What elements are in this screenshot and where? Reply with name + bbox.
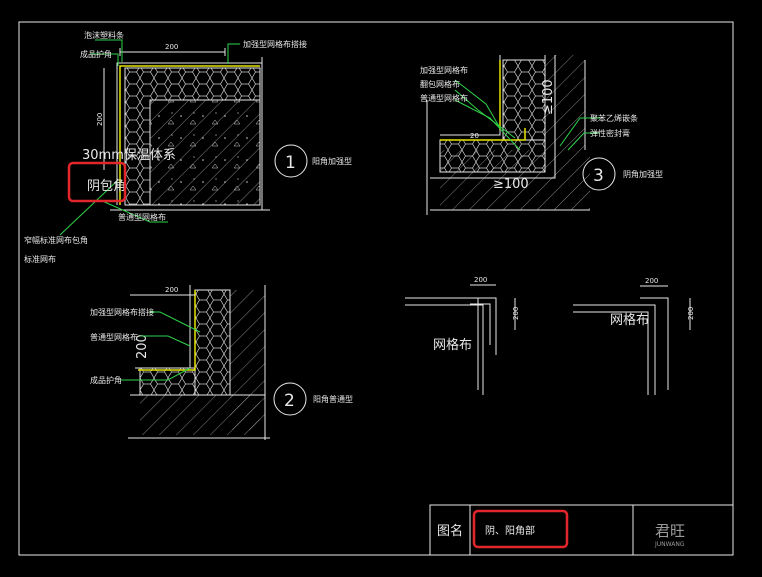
detail1-label-finished-protector: 成品护角 — [80, 49, 112, 59]
highlight-title-name — [472, 509, 569, 549]
title-logo: 君旺 — [655, 522, 685, 540]
detail1-dim-side: 200 — [96, 113, 104, 126]
detail2-number-circle — [273, 382, 307, 416]
detail3-number-circle — [582, 157, 616, 191]
detail3-insulation-horizontal — [439, 139, 546, 173]
sketch-right-dim-side: 200 — [687, 307, 695, 320]
detail3-insulation-vertical — [502, 59, 546, 141]
detail3-dim-100-a: ≥100 — [541, 79, 556, 115]
detail1-caption: 阳角加强型 — [312, 156, 352, 166]
sheet-border — [18, 21, 734, 556]
detail1-insulation — [124, 67, 261, 206]
detail1-label-wide-mesh-2: 标准网布 — [24, 254, 56, 264]
sketch-left-dim-side: 200 — [512, 307, 520, 320]
detail1-mesh — [119, 65, 260, 205]
title-logo-sub: JUNWANG — [654, 541, 685, 548]
detail3-dim-100-b: ≥100 — [493, 177, 529, 192]
detail2-caption: 阳角普通型 — [313, 394, 353, 404]
detail-1: 200 200 泡沫塑料条 成品护角 加强型网格布搭接 30mm保温体系 阴包角… — [24, 30, 352, 264]
sketch-left-dim-top: 200 — [474, 276, 487, 284]
detail3-dim-20: 20 — [470, 132, 479, 140]
detail2-label-finished-protector: 成品护角 — [90, 375, 122, 385]
detail-2: 200 200 加强型网格布搭接 普通型网格布 成品护角 2 阳角普通型 — [90, 285, 353, 440]
detail3-caption: 阴角加强型 — [623, 169, 663, 179]
detail-3: 加强型网格布 翻包网格布 普通型网格布 ≥100 20 ≥100 聚苯乙烯嵌条 … — [420, 55, 663, 215]
sketch-right-label: 网格布 — [610, 312, 649, 328]
sketch-left-label: 网格布 — [433, 337, 472, 353]
detail1-label-wide-mesh-1: 窄幅标准网布包角 — [24, 235, 88, 245]
detail2-dim-side: 200 — [135, 334, 150, 359]
detail2-label-standard-mesh: 普通型网格布 — [90, 332, 138, 342]
title-name-label: 图名 — [437, 523, 463, 539]
detail3-label-mesh-wrap: 翻包网格布 — [420, 79, 460, 89]
sketch-left: 200 200 网格布 — [405, 276, 520, 395]
detail3-label-caulk: 弹性密封膏 — [590, 128, 630, 138]
detail1-label-standard-mesh: 普通型网格布 — [118, 212, 166, 222]
sketch-right: 200 200 网格布 — [573, 277, 695, 395]
detail1-label-mesh-joint: 加强型网格布搭接 — [243, 39, 307, 49]
detail1-number-circle — [274, 144, 308, 178]
detail2-number: 2 — [284, 391, 295, 411]
detail2-insulation-horizontal — [139, 367, 196, 396]
detail1-number: 1 — [285, 153, 296, 173]
detail3-label-reinforced-mesh: 加强型网格布 — [420, 65, 468, 75]
title-block: 图名 阴、阳角部 君旺 JUNWANG — [429, 504, 734, 556]
detail1-label-foam-strip: 泡沫塑料条 — [84, 30, 124, 40]
detail1-dim-top: 200 — [165, 43, 178, 51]
detail3-label-standard-mesh: 普通型网格布 — [420, 93, 468, 103]
detail1-label-yin-wrap: 阴包角 — [87, 179, 126, 194]
highlight-yin-wrap — [67, 161, 127, 203]
detail2-insulation-vertical — [194, 289, 231, 396]
detail3-label-sealant: 聚苯乙烯嵌条 — [590, 113, 638, 123]
detail2-label-mesh-joint: 加强型网格布搭接 — [90, 307, 154, 317]
detail3-number: 3 — [593, 166, 604, 186]
detail2-dim-top: 200 — [165, 286, 178, 294]
detail1-label-thickness: 30mm保温体系 — [82, 148, 176, 163]
sketch-right-dim-top: 200 — [645, 277, 658, 285]
title-name-value: 阴、阳角部 — [485, 524, 535, 537]
